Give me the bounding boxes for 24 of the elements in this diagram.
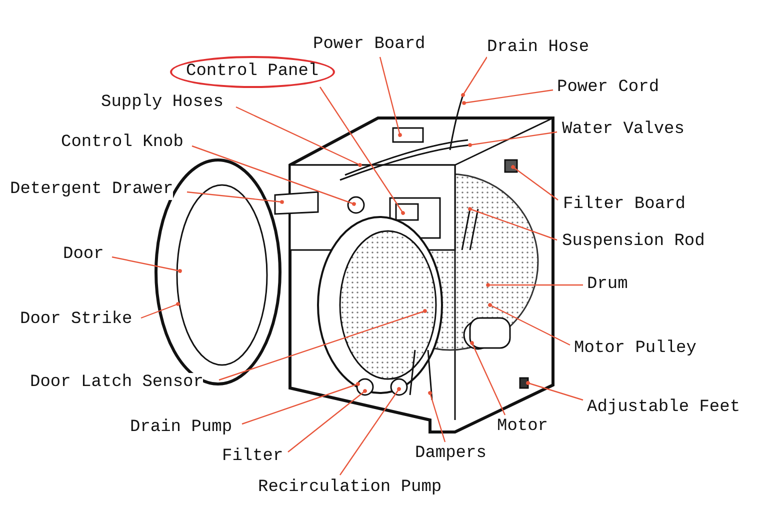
leader-line — [526, 381, 584, 401]
leader-line — [488, 303, 570, 346]
leader-line — [486, 283, 583, 287]
leader-line — [320, 86, 405, 215]
leader-line — [186, 191, 284, 204]
leader-line — [462, 89, 554, 105]
leader-line — [428, 391, 446, 442]
leader-line — [236, 106, 362, 167]
leader-line — [379, 56, 402, 137]
part-label: Drain Hose — [487, 38, 590, 58]
leader-line — [461, 56, 488, 97]
leader-line — [140, 302, 180, 319]
leader-line — [218, 309, 427, 381]
leader-line — [468, 207, 558, 241]
leader-line — [288, 389, 367, 452]
leader-line — [468, 131, 558, 147]
leader-line — [112, 256, 182, 273]
leader-line — [242, 382, 360, 425]
leader-line — [511, 165, 558, 200]
leader-line — [470, 341, 506, 416]
circled-part-label: Control Panel — [170, 56, 335, 88]
part-label: Detergent Drawer — [10, 180, 174, 200]
leader-line — [340, 387, 401, 476]
leader-line — [192, 145, 356, 206]
